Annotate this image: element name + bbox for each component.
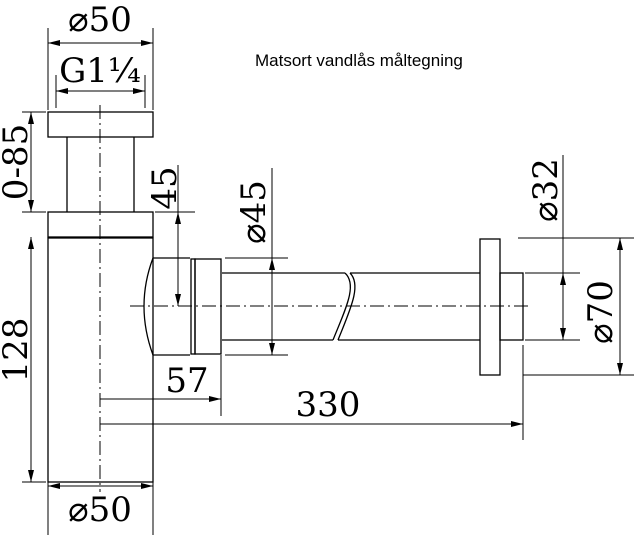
wall-pipe-diameter-label: ⌀32 xyxy=(526,158,566,222)
elbow xyxy=(143,257,190,356)
height-adjust-label: 0-85 xyxy=(0,124,36,200)
dim-length: 330 xyxy=(100,345,524,440)
top-diameter-label: ⌀50 xyxy=(68,0,132,40)
rosette xyxy=(479,238,501,376)
nut-offset-label: 57 xyxy=(165,361,208,401)
dim-outlet-height: 45 xyxy=(145,165,195,306)
outlet-height-label: 45 xyxy=(145,166,185,209)
length-label: 330 xyxy=(296,385,361,425)
body-height-label: 128 xyxy=(0,318,36,383)
siphon-body xyxy=(47,105,532,492)
thread-label: G1¼ xyxy=(59,51,141,91)
dim-pipe-diameter: ⌀45 xyxy=(225,168,288,356)
dim-rosette-diameter: ⌀70 xyxy=(518,237,634,376)
rosette-diameter-label: ⌀70 xyxy=(581,280,621,344)
dim-height-adjust: 0-85 xyxy=(0,111,46,213)
pipe-break xyxy=(332,272,356,341)
pipe-diameter-label: ⌀45 xyxy=(234,180,274,244)
bottom-diameter-label: ⌀50 xyxy=(68,490,132,530)
drawing-title: Matsort vandlås måltegning xyxy=(255,51,463,70)
dim-wall-pipe-diameter: ⌀32 xyxy=(525,155,580,341)
dim-nut-offset: 57 xyxy=(100,355,222,440)
dim-top-diameter: ⌀50 xyxy=(47,0,154,110)
dim-body-height: 128 xyxy=(0,237,46,483)
dim-bottom-diameter: ⌀50 xyxy=(47,482,154,535)
outlet-pipe xyxy=(222,272,480,341)
dim-thread: G1¼ xyxy=(55,51,146,108)
